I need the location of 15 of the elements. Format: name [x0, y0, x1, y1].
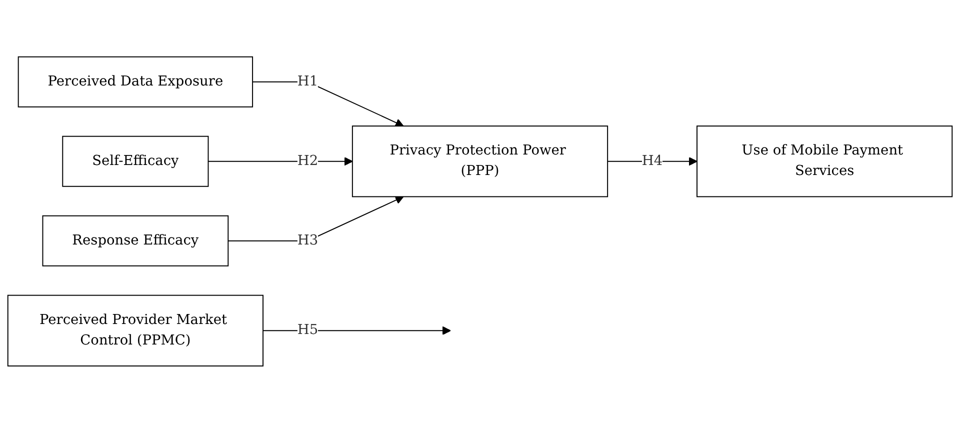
node-box: Privacy Protection Power (PPP) — [352, 126, 608, 198]
node-box: Use of Mobile Payment Services — [696, 126, 953, 198]
edge-label: H1 — [297, 74, 318, 90]
node-box: Perceived Provider Market Control (PPMC) — [7, 294, 264, 367]
arrow — [228, 196, 404, 242]
edge-label: H2 — [297, 153, 318, 169]
edge-label: H3 — [297, 232, 318, 248]
edge-label: H4 — [642, 153, 663, 169]
edge-label: H5 — [297, 322, 318, 338]
node-box: Self-Efficacy — [62, 136, 209, 187]
node-box: Response Efficacy — [42, 215, 229, 266]
node-box: Perceived Data Exposure — [18, 56, 254, 108]
arrow — [208, 157, 353, 166]
arrow — [262, 326, 451, 336]
arrow — [252, 81, 404, 127]
